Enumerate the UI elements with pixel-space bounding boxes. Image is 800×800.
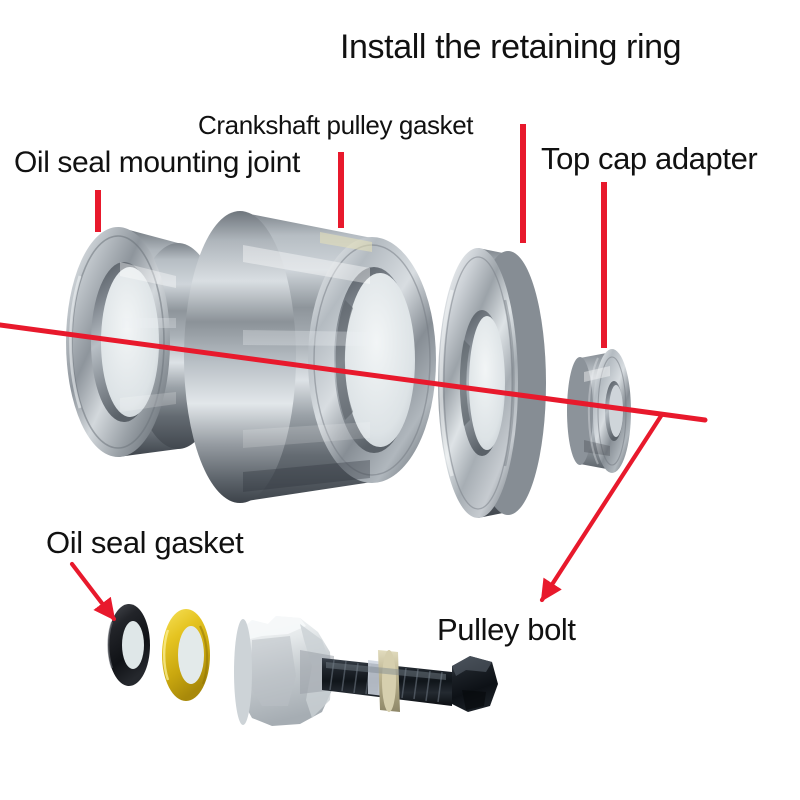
- part-pulley-bolt: [322, 650, 498, 712]
- part-pulley-hub-body: [234, 616, 334, 726]
- part-retaining-ring-washer: [438, 248, 546, 518]
- label-pulley-bolt: Pulley bolt: [437, 612, 576, 647]
- label-install-retaining-ring: Install the retaining ring: [340, 28, 682, 66]
- part-oil-seal-gasket-yellow: [162, 609, 210, 701]
- label-oil-seal-gasket: Oil seal gasket: [46, 525, 244, 560]
- assembly-center-axis: [0, 322, 708, 423]
- annotation-layer: [0, 124, 708, 622]
- part-oil-seal-gasket-black: [107, 604, 150, 686]
- pulley-bolt-arrow: [539, 413, 664, 603]
- part-top-cap-adapter: [567, 349, 631, 473]
- label-crankshaft-pulley-gasket: Crankshaft pulley gasket: [198, 110, 474, 140]
- oil-seal-gasket-arrow: [69, 561, 117, 622]
- label-top-cap-adapter: Top cap adapter: [541, 141, 758, 176]
- label-oil-seal-mounting-joint: Oil seal mounting joint: [14, 146, 300, 179]
